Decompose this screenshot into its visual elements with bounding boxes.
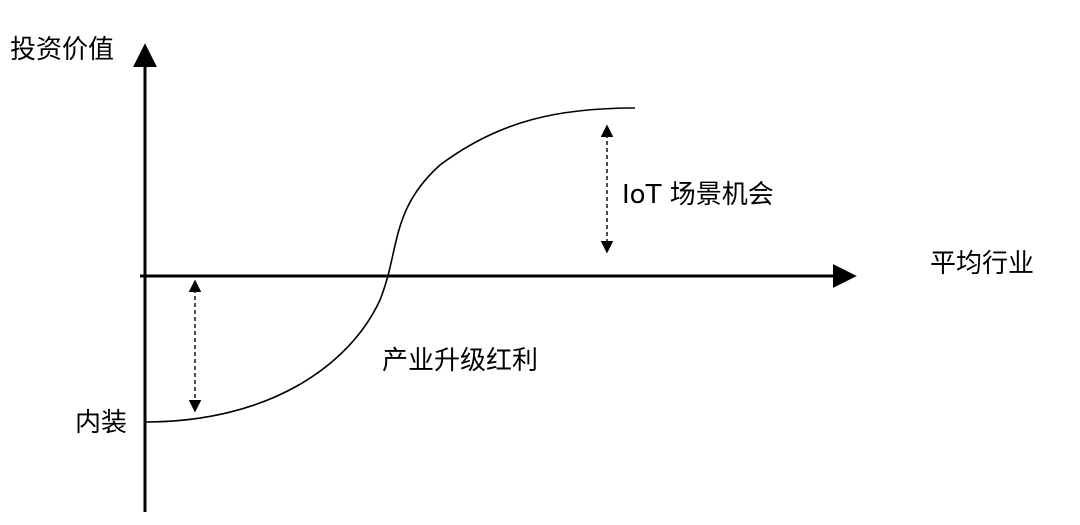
- upper-gap-label: IoT 场景机会: [622, 180, 774, 210]
- lower-gap-label: 产业升级红利: [382, 346, 538, 376]
- curve-start-label: 内装: [75, 408, 127, 438]
- y-axis-label: 投资价值: [10, 35, 114, 65]
- x-axis-label: 平均行业: [930, 249, 1034, 279]
- value-s-curve: [144, 107, 636, 423]
